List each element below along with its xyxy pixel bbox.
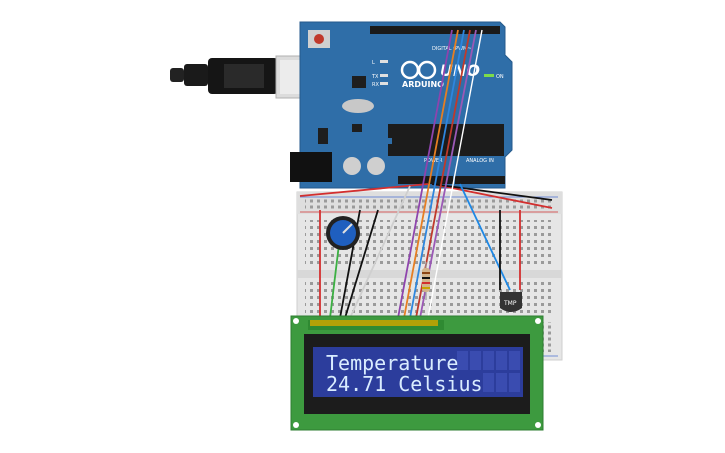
small-chip bbox=[352, 124, 362, 132]
lcd-module[interactable]: Temperature 24.71 Celsius bbox=[290, 315, 544, 431]
wire-d5[interactable] bbox=[409, 29, 465, 319]
arduino-board[interactable]: ARDUINO UNO L TX RX ON DIGITAL (PWM~) PO… bbox=[290, 21, 513, 189]
sensor-label: TMP bbox=[503, 300, 517, 307]
wire-d12[interactable] bbox=[397, 29, 453, 319]
analog-header[interactable] bbox=[455, 176, 505, 184]
power-header[interactable] bbox=[398, 176, 453, 184]
l-led bbox=[380, 60, 388, 63]
brand-label: ARDUINO bbox=[402, 80, 444, 89]
power-jack[interactable] bbox=[290, 152, 332, 182]
reset-button-cap[interactable] bbox=[314, 34, 324, 44]
digital-label: DIGITAL (PWM~) bbox=[432, 46, 474, 52]
analog-label: ANALOG IN bbox=[466, 158, 494, 164]
digital-header[interactable] bbox=[370, 26, 500, 34]
rx-led bbox=[380, 82, 388, 85]
capacitor-1 bbox=[343, 157, 361, 175]
lcd-line-2: 24.71 Celsius bbox=[326, 372, 483, 396]
arduino-logo bbox=[400, 60, 437, 80]
potentiometer[interactable] bbox=[326, 216, 360, 250]
wire-pot-gnd[interactable] bbox=[344, 209, 379, 319]
rx-label: RX bbox=[372, 82, 379, 88]
tx-label: TX bbox=[371, 74, 379, 80]
crystal bbox=[342, 99, 374, 113]
capacitor-2 bbox=[367, 157, 385, 175]
wire-5v[interactable] bbox=[299, 183, 429, 197]
temperature-sensor[interactable]: TMP bbox=[500, 292, 522, 312]
tx-led bbox=[380, 74, 388, 77]
lcd-unused-cells bbox=[457, 351, 520, 392]
usb-chip bbox=[352, 76, 366, 88]
regulator bbox=[318, 128, 328, 144]
lcd-line-1: Temperature bbox=[326, 351, 458, 375]
lcd-pin-row[interactable] bbox=[310, 320, 438, 326]
l-led-label: L bbox=[372, 60, 375, 66]
on-label: ON bbox=[496, 74, 504, 80]
resistor[interactable] bbox=[422, 262, 430, 300]
on-led bbox=[484, 74, 494, 77]
wire-d2[interactable] bbox=[427, 29, 483, 319]
wire-sensor-out[interactable] bbox=[459, 183, 511, 291]
wire-gray[interactable] bbox=[349, 185, 411, 319]
wire-contrast[interactable] bbox=[329, 235, 341, 319]
wire-d11[interactable] bbox=[403, 29, 459, 319]
